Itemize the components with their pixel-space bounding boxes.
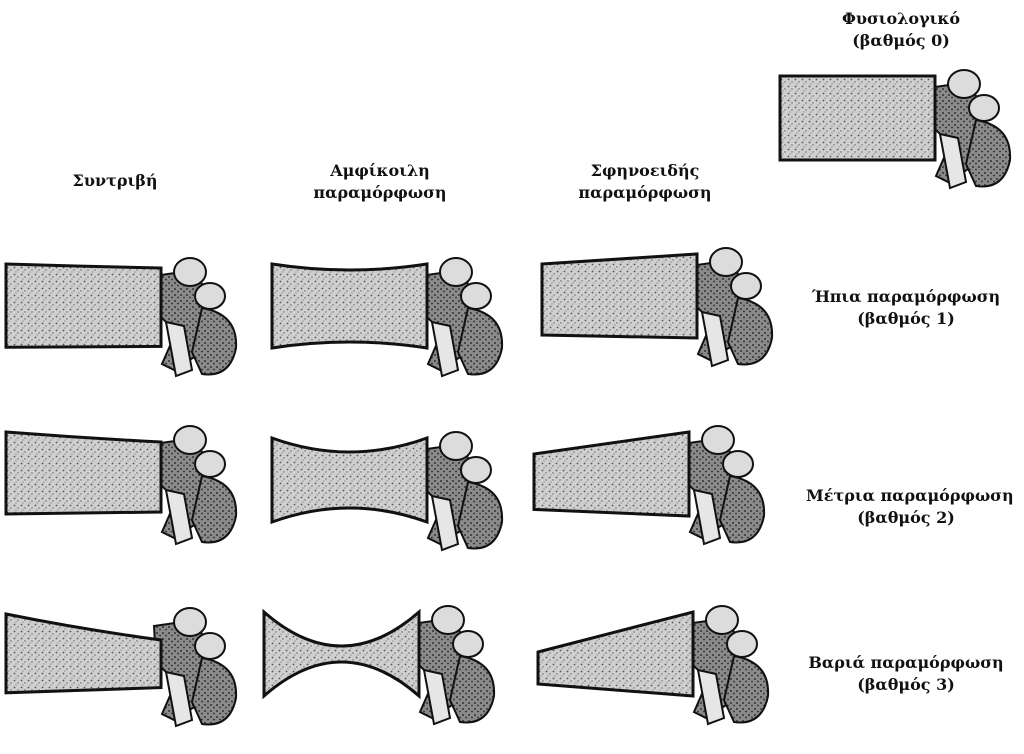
vertebra-biconcave-grade-3 — [262, 600, 504, 730]
superior-facet — [173, 607, 207, 637]
vertebral-body — [262, 608, 421, 700]
vertebra-drawing — [536, 605, 770, 726]
transverse-process — [718, 474, 766, 544]
row-label-grade-2: Μέτρια παραμόρφωση (βαθμός 2) — [806, 485, 1014, 529]
column-header-line2: παραμόρφωση — [578, 183, 712, 202]
inferior-process — [692, 488, 722, 546]
transverse-process — [190, 474, 238, 544]
articular-facet — [460, 456, 492, 484]
transverse-process — [190, 656, 238, 726]
articular-facet — [722, 450, 754, 478]
vertebra-drawing — [532, 425, 766, 546]
inferior-process — [430, 320, 460, 378]
vertebra-drawing — [4, 607, 238, 728]
articular-facet — [730, 272, 762, 300]
row-label-line2: (βαθμός 2) — [857, 508, 955, 527]
vertebra-wedge-grade-3 — [536, 600, 778, 730]
row-label-grade-3: Βαριά παραμόρφωση (βαθμός 3) — [808, 652, 1004, 696]
superior-facet — [947, 69, 981, 99]
vertebra-biconcave-grade-1 — [270, 252, 512, 382]
articular-facet — [460, 282, 492, 310]
articular-facet — [194, 632, 226, 660]
column-header-line1: Σφηνοειδής — [590, 161, 700, 180]
articular-facet — [194, 450, 226, 478]
superior-facet — [431, 605, 465, 635]
vertebral-body — [270, 435, 429, 525]
vertebral-body — [4, 612, 163, 695]
vertebra-crush-grade-1 — [4, 252, 246, 382]
articular-facet — [194, 282, 226, 310]
transverse-process — [190, 306, 238, 376]
vertebral-body — [270, 262, 429, 350]
superior-facet — [701, 425, 735, 455]
superior-facet — [173, 257, 207, 287]
transverse-process — [456, 480, 504, 550]
column-header-line2: παραμόρφωση — [313, 183, 447, 202]
vertebra-drawing — [4, 257, 238, 378]
inferior-process — [938, 132, 968, 190]
normal-label: Φυσιολογικό (βαθμός 0) — [826, 8, 976, 52]
superior-facet — [439, 257, 473, 287]
vertebra-crush-grade-3 — [4, 602, 246, 732]
vertebra-drawing — [778, 69, 1012, 190]
column-header-crush: Συντριβή — [40, 170, 190, 192]
vertebra-wedge-grade-1 — [540, 242, 782, 372]
vertebra-normal — [778, 64, 1020, 194]
vertebra-drawing — [270, 257, 504, 378]
inferior-process — [164, 670, 194, 728]
vertebra-drawing — [4, 425, 238, 546]
normal-label-line1: Φυσιολογικό — [841, 9, 961, 28]
vertebral-body — [532, 430, 691, 518]
inferior-process — [422, 668, 452, 726]
vertebra-crush-grade-2 — [4, 420, 246, 550]
transverse-process — [722, 654, 770, 724]
row-label-line1: Ήπια παραμόρφωση — [811, 287, 1001, 306]
vertebra-wedge-grade-2 — [532, 420, 774, 550]
transverse-process — [726, 296, 774, 366]
row-label-grade-1: Ήπια παραμόρφωση (βαθμός 1) — [808, 286, 1004, 330]
articular-facet — [726, 630, 758, 658]
superior-facet — [439, 431, 473, 461]
column-header-biconcave: Αμφίκοιλη παραμόρφωση — [305, 160, 455, 204]
row-label-line2: (βαθμός 1) — [857, 309, 955, 328]
transverse-process — [456, 306, 504, 376]
articular-facet — [452, 630, 484, 658]
vertebral-body — [540, 252, 699, 340]
superior-facet — [173, 425, 207, 455]
vertebra-drawing — [270, 431, 504, 552]
inferior-process — [164, 488, 194, 546]
column-header-wedge: Σφηνοειδής παραμόρφωση — [570, 160, 720, 204]
vertebral-body — [778, 74, 937, 162]
inferior-process — [164, 320, 194, 378]
inferior-process — [696, 668, 726, 726]
transverse-process — [964, 118, 1012, 188]
inferior-process — [430, 494, 460, 552]
vertebral-body — [4, 430, 163, 516]
vertebral-body — [4, 262, 163, 349]
superior-facet — [705, 605, 739, 635]
row-label-line1: Μέτρια παραμόρφωση — [806, 486, 1014, 505]
vertebra-drawing — [540, 247, 774, 368]
vertebra-drawing — [262, 605, 496, 726]
inferior-process — [700, 310, 730, 368]
row-label-line2: (βαθμός 3) — [857, 675, 955, 694]
normal-label-line2: (βαθμός 0) — [852, 31, 950, 50]
transverse-process — [448, 654, 496, 724]
row-label-line1: Βαριά παραμόρφωση — [808, 653, 1004, 672]
column-header-line1: Αμφίκοιλη — [330, 161, 430, 180]
vertebral-body — [536, 610, 695, 698]
vertebra-biconcave-grade-2 — [270, 426, 512, 556]
column-header-line1: Συντριβή — [72, 171, 158, 190]
superior-facet — [709, 247, 743, 277]
articular-facet — [968, 94, 1000, 122]
